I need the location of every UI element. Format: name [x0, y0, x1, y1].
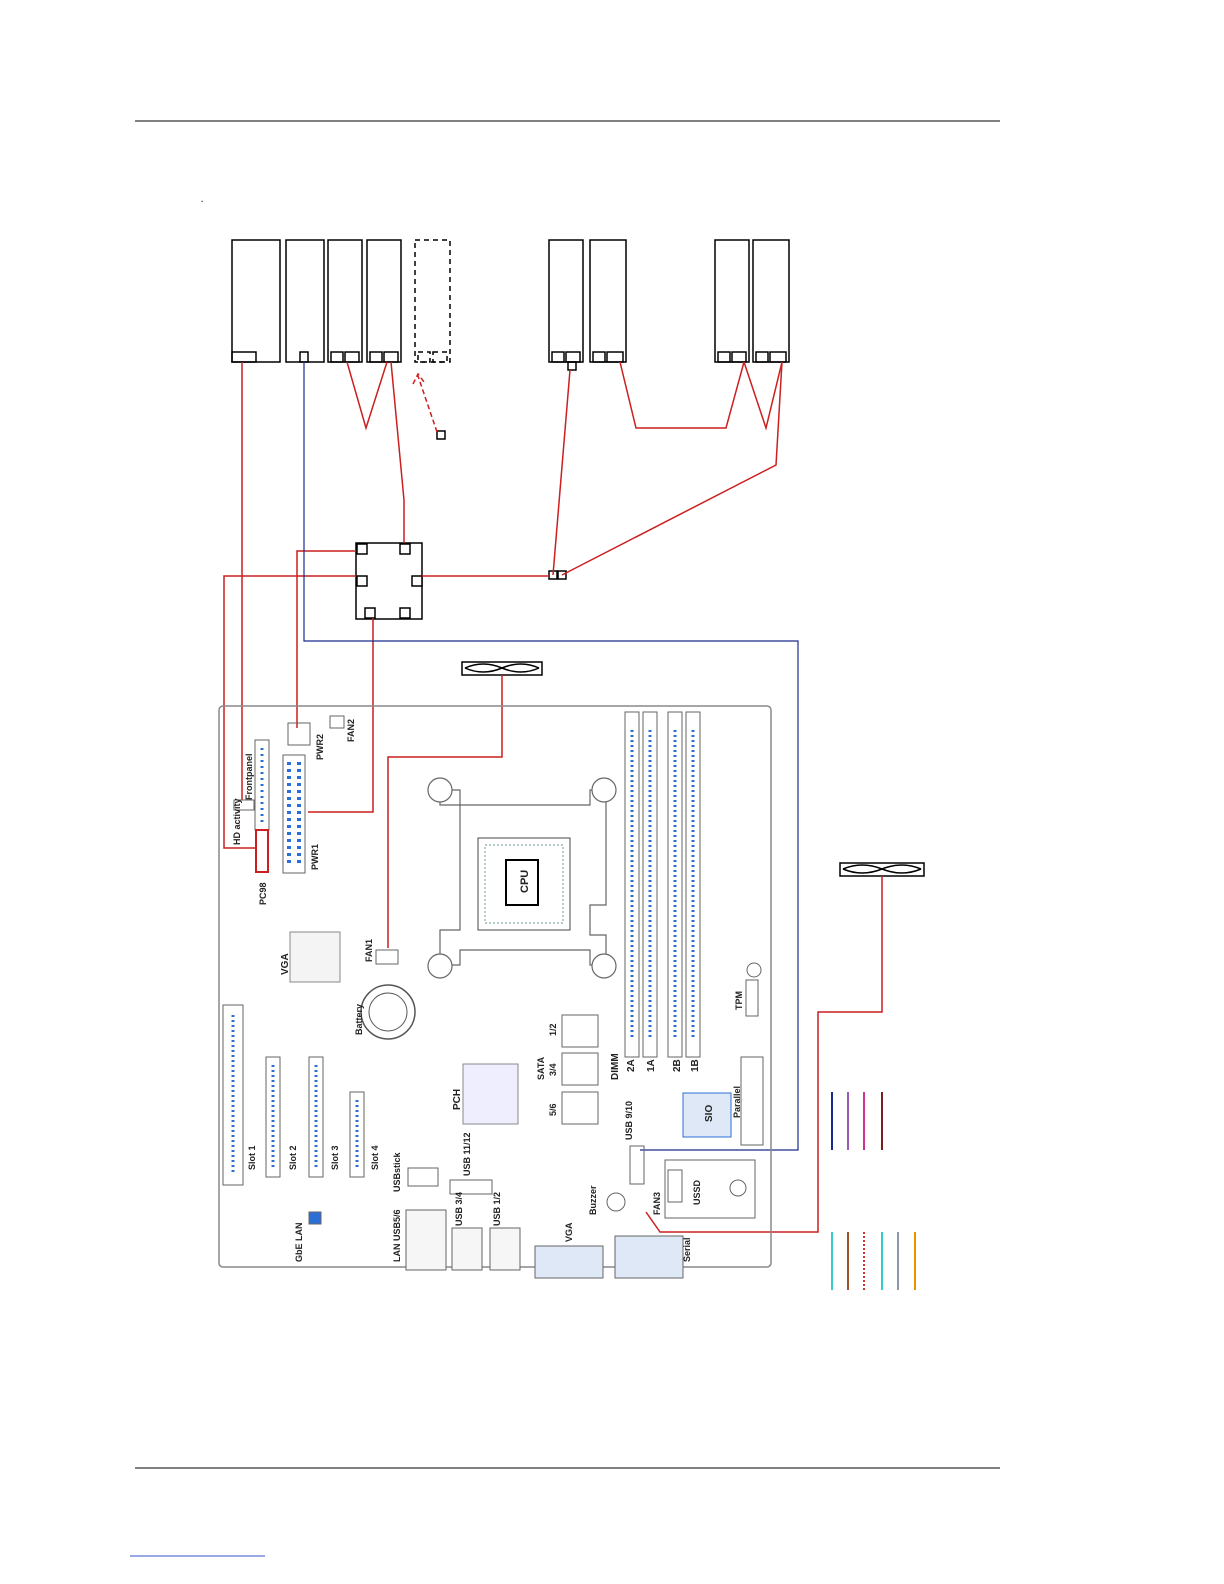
sata-56-label: 5/6 — [548, 1103, 558, 1116]
cpu-label: CPU — [519, 870, 531, 893]
pwr2-label: PWR2 — [315, 734, 325, 760]
pc98-label: PC98 — [258, 882, 268, 905]
slot1-label: Slot 1 — [247, 1145, 257, 1170]
drive-bay-icon — [549, 240, 789, 370]
usb-12-label: USB 1/2 — [492, 1192, 502, 1226]
sio-label: SIO — [704, 1105, 715, 1122]
gbe-lan-label: GbE LAN — [294, 1223, 304, 1263]
vga-port-label: VGA — [564, 1222, 574, 1242]
fan3-label: FAN3 — [652, 1192, 662, 1215]
ussd-label: USSD — [692, 1179, 702, 1205]
battery-label: Battery — [354, 1004, 364, 1035]
sata-12-label: 1/2 — [548, 1023, 558, 1036]
tpm-label: TPM — [734, 991, 744, 1010]
parallel-header — [741, 1057, 763, 1145]
slot2-label: Slot 2 — [288, 1145, 298, 1170]
dimm-label: DIMM — [610, 1053, 621, 1080]
hd-activity-label: HD activity — [232, 798, 242, 845]
fan-icon — [840, 863, 924, 876]
pwr1-label: PWR1 — [310, 844, 320, 870]
rear-io — [406, 1210, 683, 1278]
pch-label: PCH — [452, 1089, 463, 1110]
usbstick-label: USBstick — [392, 1151, 402, 1192]
usb-910-label: USB 9/10 — [624, 1101, 634, 1140]
vga-chip-label: VGA — [280, 953, 291, 975]
pch-chip — [463, 1064, 518, 1124]
vga-chip — [290, 932, 340, 982]
lan-usb56-label: LAN USB5/6 — [392, 1209, 402, 1262]
drive-bay-icon — [232, 240, 401, 362]
dimm-slots — [625, 712, 700, 1057]
legend-lines-top — [832, 1092, 882, 1150]
dimm-1b-label: 1B — [690, 1059, 701, 1072]
power-splitter-icon — [356, 431, 566, 619]
gbe-lan-chip — [309, 1212, 321, 1224]
dimm-1a-label: 1A — [646, 1059, 657, 1072]
sata-34-label: 3/4 — [548, 1063, 558, 1076]
tpm-led — [747, 963, 761, 977]
parallel-label: Parallel — [732, 1086, 742, 1118]
serial-label: Serial — [682, 1237, 692, 1262]
legend-lines-bottom — [832, 1232, 915, 1290]
tpm-header — [746, 980, 758, 1016]
dimm-2b-label: 2B — [672, 1059, 683, 1072]
sata-label: SATA — [536, 1056, 546, 1080]
buzzer — [607, 1193, 625, 1211]
buzzer-label: Buzzer — [588, 1185, 598, 1215]
slot3-label: Slot 3 — [330, 1145, 340, 1170]
fan-icon — [462, 662, 542, 675]
slot4-label: Slot 4 — [370, 1145, 380, 1170]
usb-1112-label: USB 11/12 — [462, 1132, 472, 1176]
page-mark: . — [201, 195, 203, 204]
fan2-label: FAN2 — [346, 719, 356, 742]
sata-ports — [562, 1015, 598, 1124]
usb-34-label: USB 3/4 — [454, 1192, 464, 1226]
dashed-sata-cable — [413, 374, 437, 432]
mainboard-outline — [219, 706, 771, 1267]
optional-drive-bay-icon — [415, 240, 450, 362]
dimm-2a-label: 2A — [626, 1059, 637, 1072]
battery-inner — [369, 993, 407, 1031]
fan1-label: FAN1 — [364, 939, 374, 962]
frontpanel-label: Frontpanel — [244, 754, 254, 801]
